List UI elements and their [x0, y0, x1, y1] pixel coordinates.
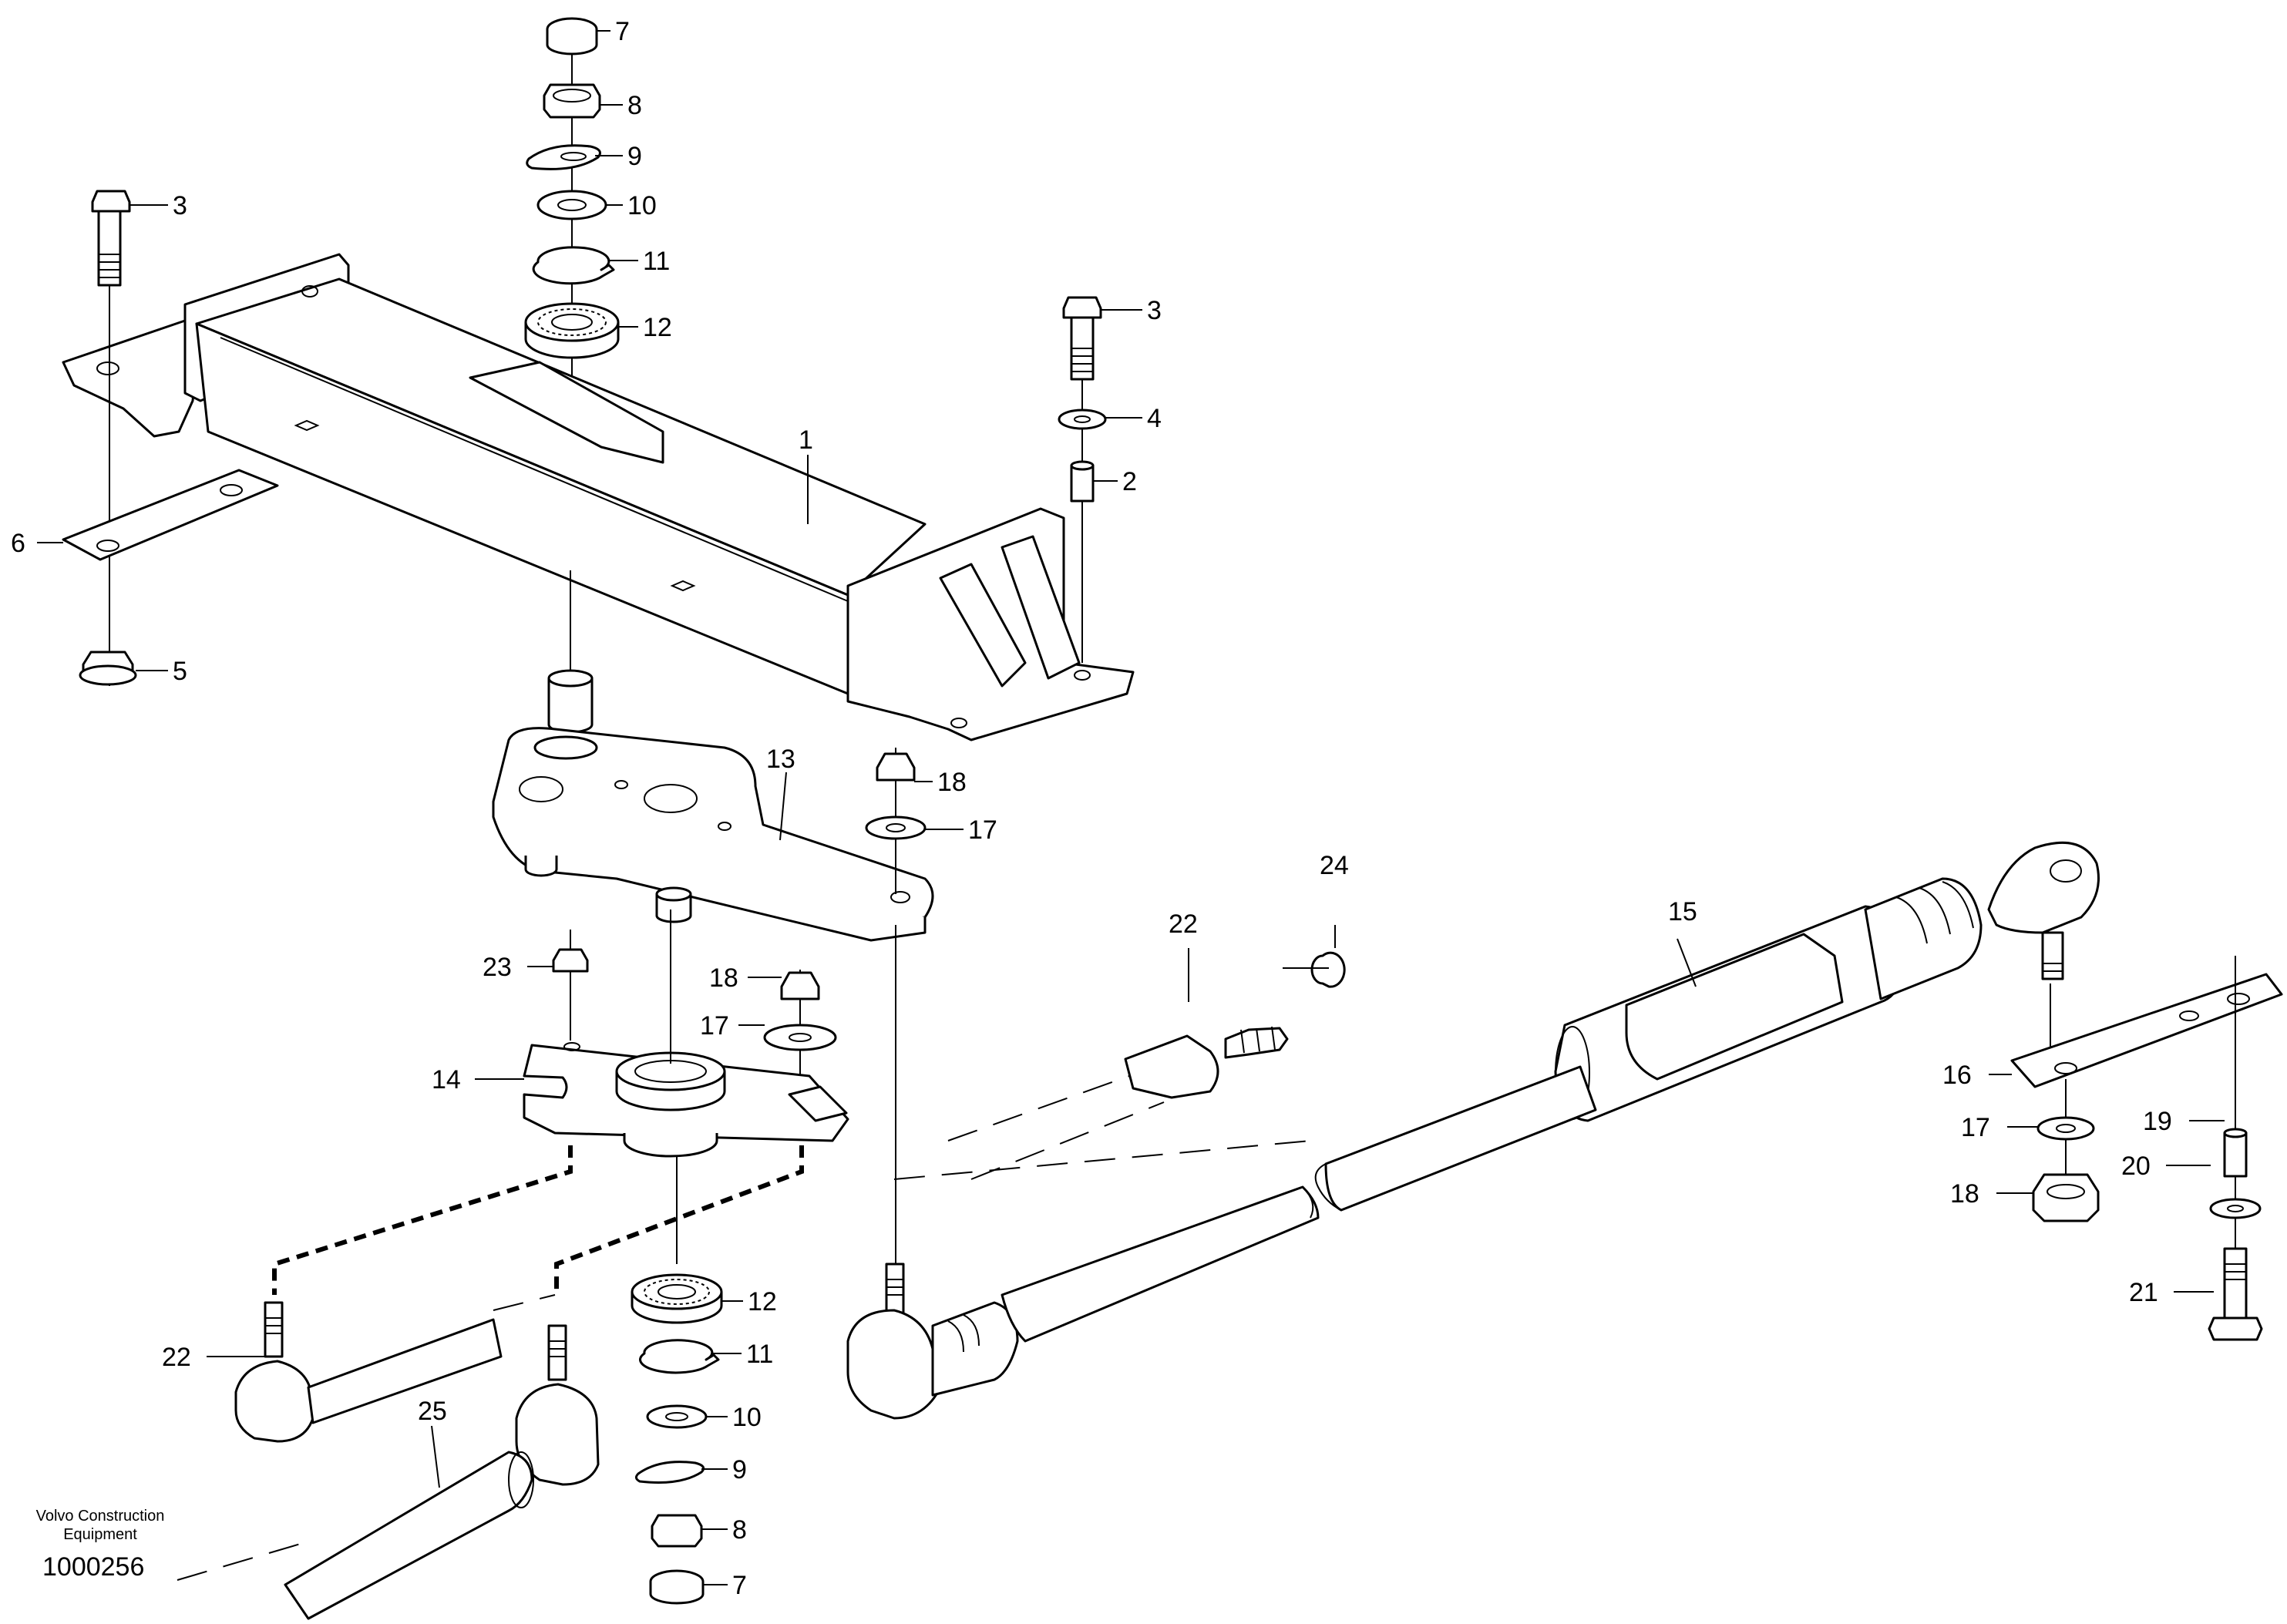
callout-17-a: 17	[968, 815, 997, 845]
callout-3-left: 3	[173, 191, 187, 220]
callout-21: 21	[2129, 1278, 2158, 1307]
bolt-3-left	[91, 190, 131, 213]
callout-13: 13	[766, 745, 795, 774]
bearing-12-bottom	[631, 1273, 723, 1324]
castle-nut-8-bottom	[651, 1514, 703, 1548]
sleeve-19	[2223, 1131, 2248, 1178]
callout-24: 24	[1320, 851, 1349, 880]
callout-14: 14	[432, 1065, 461, 1094]
callout-4: 4	[1147, 404, 1162, 433]
bolt-3-right	[1062, 296, 1102, 319]
right-fastener-stack	[1058, 296, 1107, 663]
tie-rod-22-25	[177, 1294, 600, 1620]
washer-10-top	[536, 190, 607, 220]
cylinder-rod-end	[846, 1185, 1320, 1420]
callout-5: 5	[173, 657, 187, 686]
bolt-21	[2223, 1247, 2248, 1320]
callout-11-top: 11	[643, 247, 670, 276]
callout-3-right: 3	[1147, 296, 1162, 325]
nut-23	[552, 948, 589, 973]
callout-17-c: 17	[1961, 1113, 1990, 1142]
callout-8-top: 8	[627, 91, 642, 120]
axle-beam-1	[62, 253, 1135, 741]
callout-18-b: 18	[709, 963, 738, 993]
washer-17-b	[763, 1024, 837, 1051]
circlip-11-bottom	[638, 1339, 720, 1374]
left-fastener-stack	[62, 190, 279, 686]
callout-1: 1	[799, 425, 813, 455]
nut-18-a	[876, 752, 916, 782]
callout-16: 16	[1942, 1061, 1972, 1090]
callout-8-bottom: 8	[732, 1515, 747, 1545]
top-fastener-stack	[524, 17, 620, 447]
plate-6	[62, 469, 279, 561]
steering-arm-13	[492, 570, 934, 942]
plate-16	[2010, 973, 2283, 1088]
callout-labels: 7 8 9 10 11 12 3 3 4 2 1 6 5 13 18 17 23…	[11, 17, 2172, 1600]
callout-18-c: 18	[1950, 1179, 1979, 1209]
callout-10-bottom: 10	[732, 1403, 762, 1432]
callout-12-top: 12	[643, 313, 672, 342]
callout-23: 23	[483, 953, 512, 982]
callout-22-mid: 22	[1169, 910, 1198, 939]
callout-18-a: 18	[937, 768, 967, 797]
washer-4	[1058, 409, 1107, 430]
washer-17-a	[865, 815, 927, 840]
callout-17-b: 17	[700, 1011, 729, 1041]
steering-cylinder-15	[893, 841, 2100, 1212]
callout-leaders	[37, 30, 2225, 1585]
washer-10-bottom	[646, 1404, 708, 1429]
callout-19: 19	[2143, 1107, 2172, 1136]
washer-17-c	[2036, 1116, 2095, 1141]
callout-7-top: 7	[615, 17, 630, 46]
washer-nut-24	[1310, 951, 1346, 988]
nut-18-b	[780, 971, 820, 1000]
right-bracket-stack	[2010, 956, 2283, 1341]
callout-9-top: 9	[627, 142, 642, 171]
bearing-12-top	[524, 302, 620, 359]
circlip-11-top	[532, 246, 615, 285]
callout-6: 6	[11, 529, 25, 558]
callout-12-bottom: 12	[748, 1287, 777, 1316]
bottom-fastener-stack	[631, 1273, 723, 1605]
callout-15: 15	[1668, 897, 1697, 926]
lock-washer-9-bottom	[634, 1461, 705, 1484]
arm-nut-washer	[865, 748, 927, 894]
lock-washer-9-top	[526, 144, 601, 170]
brand-caption: Volvo Construction Equipment	[35, 1508, 165, 1543]
callout-7-bottom: 7	[732, 1571, 747, 1600]
tie-rod-end-22-mid	[947, 925, 1346, 1180]
sleeve-2	[1070, 464, 1095, 503]
callout-20: 20	[2121, 1152, 2151, 1181]
callout-22-left: 22	[162, 1343, 191, 1372]
callout-2: 2	[1122, 467, 1137, 496]
washer-20	[2209, 1198, 2262, 1219]
callout-9-bottom: 9	[732, 1455, 747, 1484]
plate-14-assembly	[523, 930, 849, 1158]
callout-11-bottom: 11	[746, 1340, 773, 1369]
callout-25: 25	[418, 1397, 447, 1426]
drawing-number: 1000256	[42, 1552, 145, 1582]
callout-10-top: 10	[627, 191, 657, 220]
